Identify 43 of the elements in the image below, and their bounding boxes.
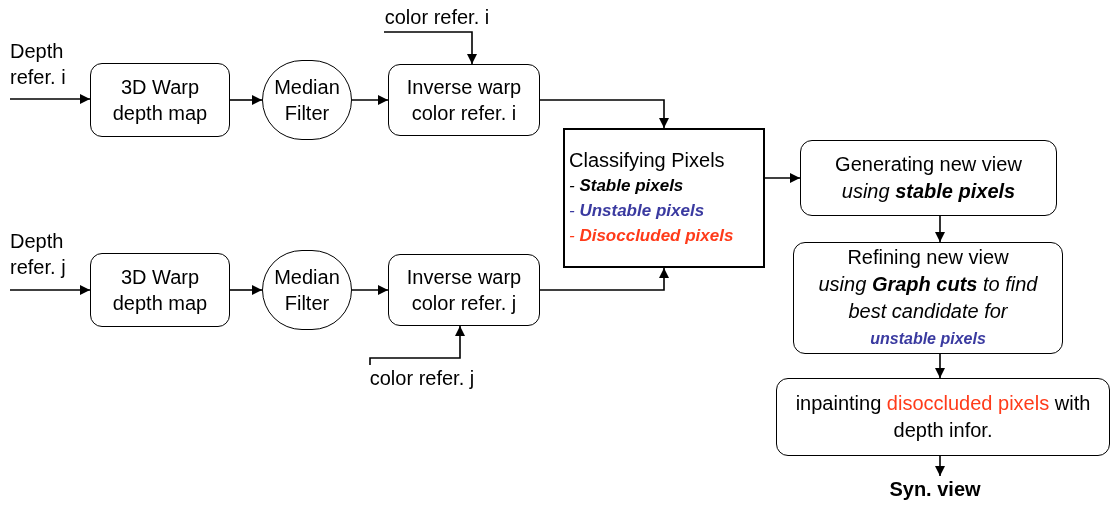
- box-text: Median Filter: [273, 265, 341, 316]
- category-item: - Disoccluded pixels: [569, 225, 734, 247]
- process-box: [800, 140, 1057, 216]
- box-text: using Graph cuts to find best candidate for: [817, 272, 1039, 324]
- arrow: [229, 285, 263, 295]
- classification-box: [563, 128, 765, 268]
- input-label: Depth refer. j: [10, 228, 90, 290]
- arrow: [764, 173, 801, 183]
- box-text: using stable pixels: [841, 179, 1016, 204]
- box-text: 3D Warp depth map: [111, 265, 209, 316]
- arrow: [9, 285, 91, 295]
- box-text: Inverse warp color refer. j: [405, 265, 523, 316]
- box-text: Inverse warp color refer. i: [405, 75, 523, 126]
- input-label: Depth refer. i: [10, 38, 90, 99]
- arrow: [9, 94, 91, 104]
- arrow: [229, 95, 263, 105]
- process-box: [90, 63, 230, 137]
- output-label: Syn. view: [875, 476, 995, 506]
- box-text: Generating new view: [835, 152, 1022, 177]
- process-box: [388, 64, 540, 136]
- box-text: inpainting disoccluded pixels with depth infor.: [794, 391, 1092, 443]
- input-label: color refer. i: [362, 4, 512, 32]
- process-box: [90, 253, 230, 327]
- category-item: - Stable pixels: [569, 175, 684, 197]
- arrow: [935, 353, 945, 379]
- arrow: [539, 267, 669, 291]
- arrow: [935, 215, 945, 243]
- arrow: [369, 325, 465, 366]
- arrow: [351, 95, 389, 105]
- process-box: [388, 254, 540, 326]
- category-item: - Unstable pixels: [569, 200, 705, 222]
- process-box: [793, 242, 1063, 354]
- box-text: Refining new view: [847, 245, 1009, 270]
- box-text: unstable pixels: [870, 329, 986, 349]
- arrow: [539, 99, 669, 129]
- box-heading: Classifying Pixels: [569, 148, 725, 173]
- input-label: color refer. j: [352, 365, 492, 393]
- arrow: [383, 31, 477, 65]
- box-text: 3D Warp depth map: [111, 75, 209, 126]
- arrow: [935, 455, 945, 477]
- process-box: [776, 378, 1110, 456]
- box-text: Median Filter: [273, 75, 341, 126]
- arrow: [351, 285, 389, 295]
